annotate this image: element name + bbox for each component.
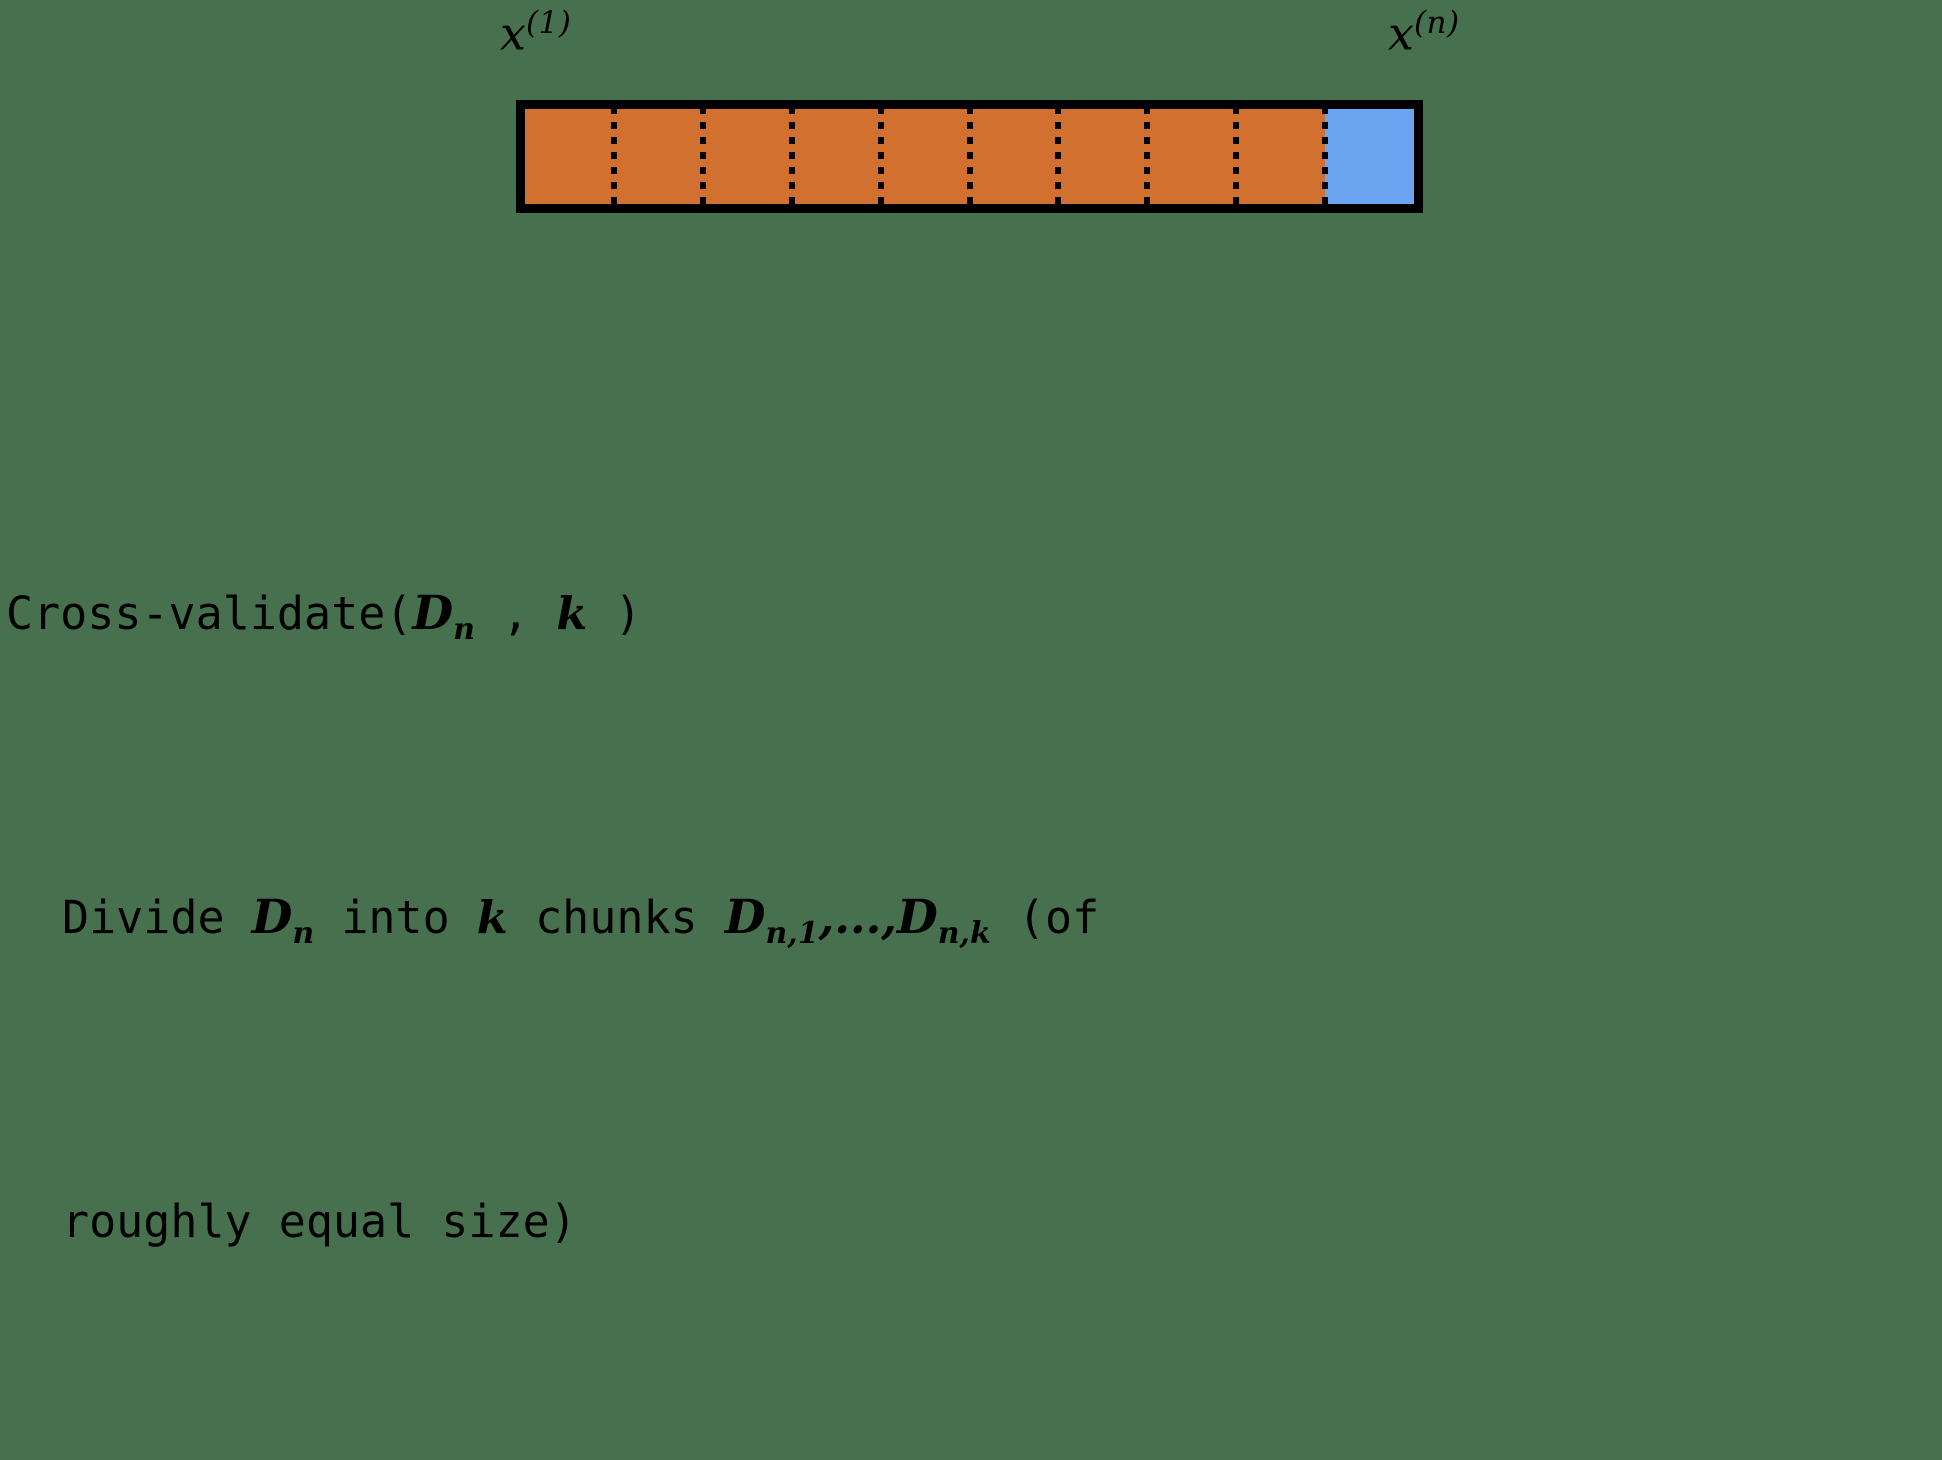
chunk-first-symbol: D (724, 890, 766, 945)
k-symbol: k (556, 587, 588, 640)
chunk-segment-6 (966, 109, 1059, 204)
divide-text-part1: Divide (62, 891, 252, 944)
k-symbol: k (476, 891, 508, 944)
signature-close-paren: ) (587, 587, 642, 640)
pseudocode-line-divide: Divide Dn into k chunks Dn,1,...,Dn,k (o… (6, 882, 1936, 970)
procedure-name: Cross-validate( (6, 587, 413, 640)
argument-separator: , (474, 587, 557, 640)
divide-text-part4: (of (990, 891, 1100, 944)
divide-text-part2: into (314, 891, 477, 944)
chunk-segment-2 (610, 109, 703, 204)
chunk-last-subscript: n,k (937, 916, 991, 951)
chunk-segment-7 (1055, 109, 1148, 204)
chunk-first-subscript: n,1 (765, 916, 819, 951)
label-first-datapoint: x(1) (500, 5, 572, 57)
pseudocode-block: Cross-validate(Dn , k ) Divide Dn into k… (6, 362, 1936, 1460)
roughly-equal-text: roughly equal size) (62, 1195, 577, 1248)
label-last-datapoint-base: x (1388, 6, 1414, 61)
chunk-segment-8 (1144, 109, 1237, 204)
dataset-bar (516, 100, 1423, 213)
chunk-ellipsis: ,..., (818, 891, 897, 944)
chunk-segment-10-held-out (1322, 109, 1414, 204)
chunk-last-symbol: D (896, 890, 938, 945)
chunk-segment-9 (1233, 109, 1326, 204)
chunk-segment-4 (788, 109, 881, 204)
dataset-subscript: n (453, 612, 475, 647)
divide-text-part3: chunks (507, 891, 725, 944)
pseudocode-line-roughly-equal: roughly equal size) (6, 1186, 1936, 1258)
figure-canvas: x(1) x(n) Cross-validate(Dn , k ) Divide… (6, 5, 1460, 1248)
chunk-segment-3 (699, 109, 792, 204)
label-last-datapoint-superscript: (n) (1413, 5, 1460, 41)
label-first-datapoint-superscript: (1) (525, 5, 572, 41)
label-first-datapoint-base: x (500, 6, 526, 61)
dataset-subscript: n (292, 916, 315, 951)
dataset-symbol: D (251, 890, 293, 945)
dataset-symbol: D (412, 586, 454, 641)
chunk-segment-1 (525, 109, 614, 204)
chunk-segment-5 (877, 109, 970, 204)
pseudocode-line-signature: Cross-validate(Dn , k ) (6, 578, 1936, 666)
label-last-datapoint: x(n) (1388, 5, 1460, 57)
